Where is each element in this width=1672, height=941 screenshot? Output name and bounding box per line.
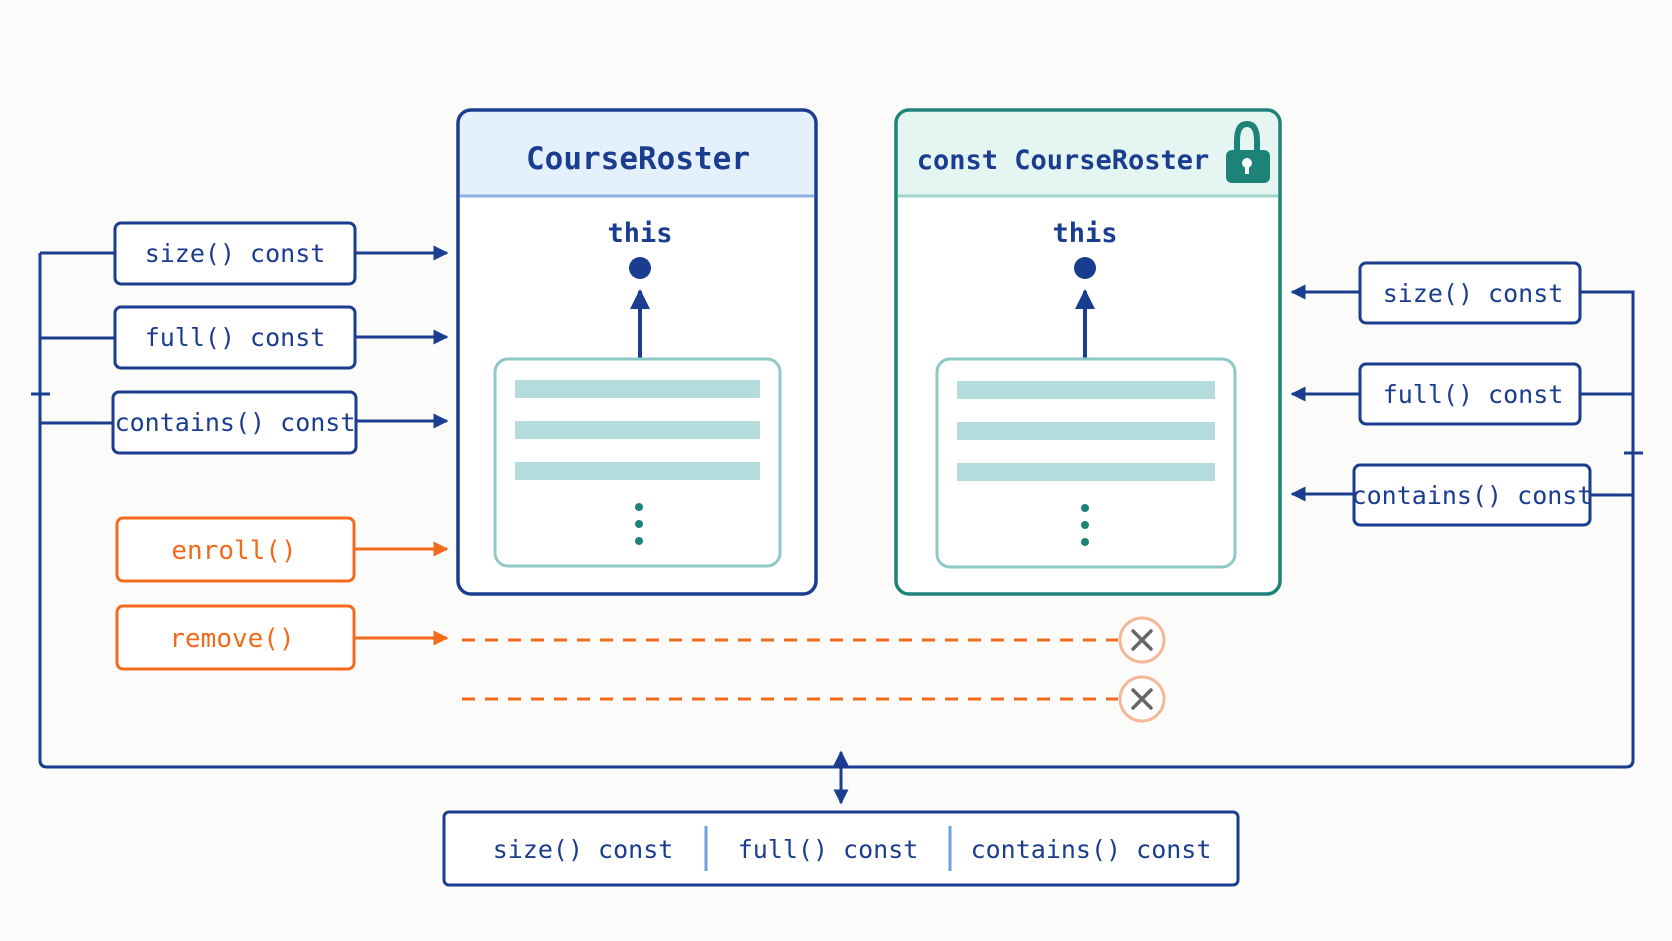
bar-method-contains[interactable]: contains() const: [971, 835, 1212, 864]
close-icon: [1118, 675, 1166, 723]
method-label: contains() const: [1352, 481, 1593, 510]
shared-const-interface-bar: size() const full() const contains() con…: [442, 810, 1240, 887]
method-enroll[interactable]: enroll(): [115, 516, 356, 583]
data-member-row: [957, 463, 1215, 481]
ellipsis-dot: [1081, 504, 1089, 512]
bar-method-full[interactable]: full() const: [738, 835, 919, 864]
close-icon: [1118, 616, 1166, 664]
lock-icon: [1226, 120, 1270, 183]
connector-bus: [38, 253, 1635, 769]
method-label: full() const: [1383, 380, 1564, 409]
const-course-roster-object: const CourseRoster this: [894, 108, 1282, 596]
object-title: const CourseRoster: [917, 145, 1210, 176]
method-full-const[interactable]: full() const: [113, 305, 357, 370]
method-label: full() const: [145, 323, 326, 352]
method-label: enroll(): [171, 536, 296, 566]
method-label: size() const: [145, 239, 326, 268]
data-member-row: [957, 381, 1215, 399]
ellipsis-dot: [635, 520, 643, 528]
data-members-panel: [493, 357, 782, 568]
method-label: size() const: [1383, 279, 1564, 308]
method-label: contains() const: [115, 408, 356, 437]
data-members-panel: [935, 357, 1237, 569]
this-pointer-dot: [1074, 257, 1096, 279]
course-roster-object: CourseRoster this: [456, 108, 818, 596]
data-member-row: [515, 380, 760, 398]
bar-method-size[interactable]: size() const: [493, 835, 674, 864]
ellipsis-dot: [635, 503, 643, 511]
data-member-row: [515, 421, 760, 439]
this-pointer-dot: [629, 257, 651, 279]
method-size-const[interactable]: size() const: [113, 221, 357, 286]
method-size-const[interactable]: size() const: [1358, 261, 1582, 325]
this-pointer-label: this: [607, 218, 672, 249]
ellipsis-dot: [1081, 538, 1089, 546]
ellipsis-dot: [1081, 521, 1089, 529]
method-full-const[interactable]: full() const: [1358, 362, 1582, 426]
method-contains-const[interactable]: contains() const: [1352, 463, 1593, 527]
data-member-row: [515, 462, 760, 480]
data-member-row: [957, 422, 1215, 440]
method-contains-const[interactable]: contains() const: [111, 390, 358, 455]
method-label: remove(): [169, 624, 294, 654]
method-remove[interactable]: remove(): [115, 604, 356, 671]
ellipsis-dot: [635, 537, 643, 545]
object-title: CourseRoster: [526, 141, 750, 177]
this-pointer-label: this: [1052, 218, 1117, 249]
